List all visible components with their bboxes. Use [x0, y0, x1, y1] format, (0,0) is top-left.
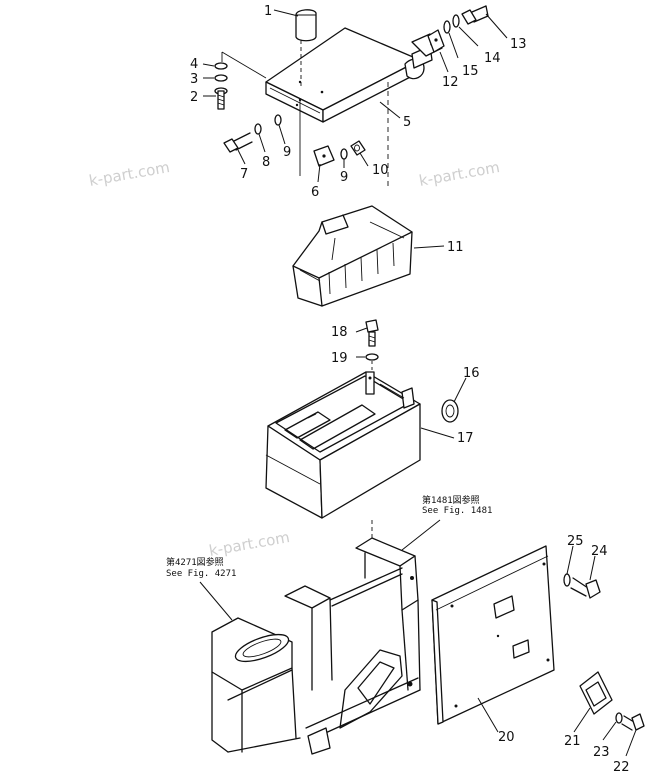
callout-2: 2 — [190, 90, 198, 105]
callout-5: 5 — [403, 115, 411, 130]
callout-6: 6 — [311, 185, 319, 200]
callout-1: 1 — [264, 4, 272, 19]
side-panel — [431, 545, 555, 725]
callout-8: 8 — [262, 155, 270, 170]
watermark-2: k-part.com — [418, 158, 502, 190]
reference-notes: 第1481図参照 See Fig. 1481 第4271図参照 See Fig.… — [166, 494, 492, 579]
callout-7: 7 — [240, 167, 248, 182]
callout-21: 21 — [564, 734, 581, 749]
panel-bolt-upper — [563, 573, 601, 599]
ref-1481-en: See Fig. 1481 — [422, 506, 492, 516]
callout-24: 24 — [591, 544, 608, 559]
bolt-stack-left — [214, 62, 228, 110]
bolt-18-stack — [365, 319, 379, 376]
panel-latch — [579, 671, 645, 731]
callout-23: 23 — [593, 745, 610, 760]
callout-22: 22 — [613, 760, 630, 774]
callout-15: 15 — [462, 64, 479, 79]
callout-18: 18 — [331, 325, 348, 340]
callout-numbers: 1 2 3 4 5 6 7 8 9 9 10 11 12 13 14 15 16… — [190, 4, 630, 774]
callout-16: 16 — [463, 366, 480, 381]
watermark-3: k-part.com — [208, 528, 292, 560]
watermark-1: k-part.com — [88, 158, 172, 190]
leader-lines — [199, 9, 637, 757]
callout-3: 3 — [190, 72, 198, 87]
callout-14: 14 — [484, 51, 501, 66]
callout-10: 10 — [372, 163, 389, 178]
tray — [292, 205, 413, 307]
callout-13: 13 — [510, 37, 527, 52]
callout-11: 11 — [447, 240, 464, 255]
callout-9b: 9 — [340, 170, 348, 185]
callout-4: 4 — [190, 57, 198, 72]
callout-25: 25 — [567, 534, 584, 549]
ref-1481-ja: 第1481図参照 — [422, 494, 480, 506]
latch-plate — [313, 140, 366, 167]
bolt-stack-front — [223, 114, 282, 153]
callout-17: 17 — [457, 431, 474, 446]
frame-structure — [211, 537, 421, 755]
callout-9a: 9 — [283, 145, 291, 160]
ref-4271-en: See Fig. 4271 — [166, 569, 236, 579]
callout-19: 19 — [331, 351, 348, 366]
lid-assembly — [221, 9, 443, 190]
ref-4271-ja: 第4271図参照 — [166, 556, 224, 568]
callout-20: 20 — [498, 730, 515, 745]
callout-12: 12 — [442, 75, 459, 90]
console-box — [265, 371, 459, 538]
hinge-bolt-stack — [427, 5, 489, 53]
